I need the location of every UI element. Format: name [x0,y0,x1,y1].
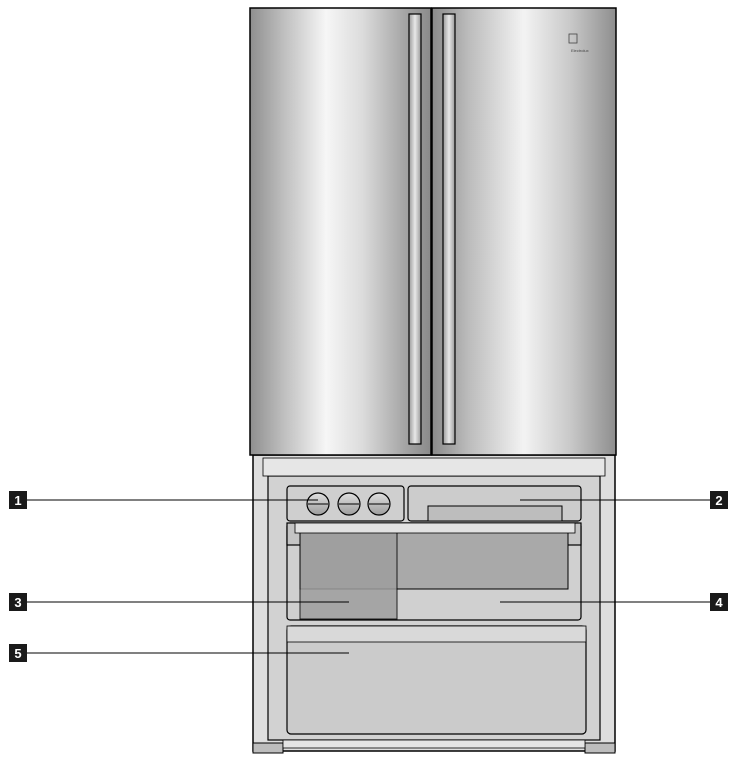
knob-left[interactable] [306,492,330,516]
knob-middle[interactable] [337,492,361,516]
bottom-drawer [286,625,587,735]
leader-lines [27,499,710,654]
callout-3: 3 [9,593,27,611]
callout-5: 5 [9,644,27,662]
callout-label-1: 1 [14,493,21,508]
upper-right-compartment [407,485,582,522]
callout-label-5: 5 [14,646,21,661]
middle-drawer [286,522,582,621]
left-door-handle[interactable] [408,13,422,445]
callout-4: 4 [710,593,728,611]
callout-label-2: 2 [715,493,722,508]
callout-label-4: 4 [715,595,723,610]
knob-right[interactable] [367,492,391,516]
right-door[interactable]: Electrolux [431,7,617,456]
control-panel [286,485,405,522]
callout-label-3: 3 [14,595,21,610]
right-door-handle[interactable] [442,13,456,445]
brand-logo: Electrolux [568,33,589,53]
callout-2: 2 [710,491,728,509]
callout-1: 1 [9,491,27,509]
left-door[interactable] [249,7,432,456]
brand-logo-text: Electrolux [571,48,589,53]
